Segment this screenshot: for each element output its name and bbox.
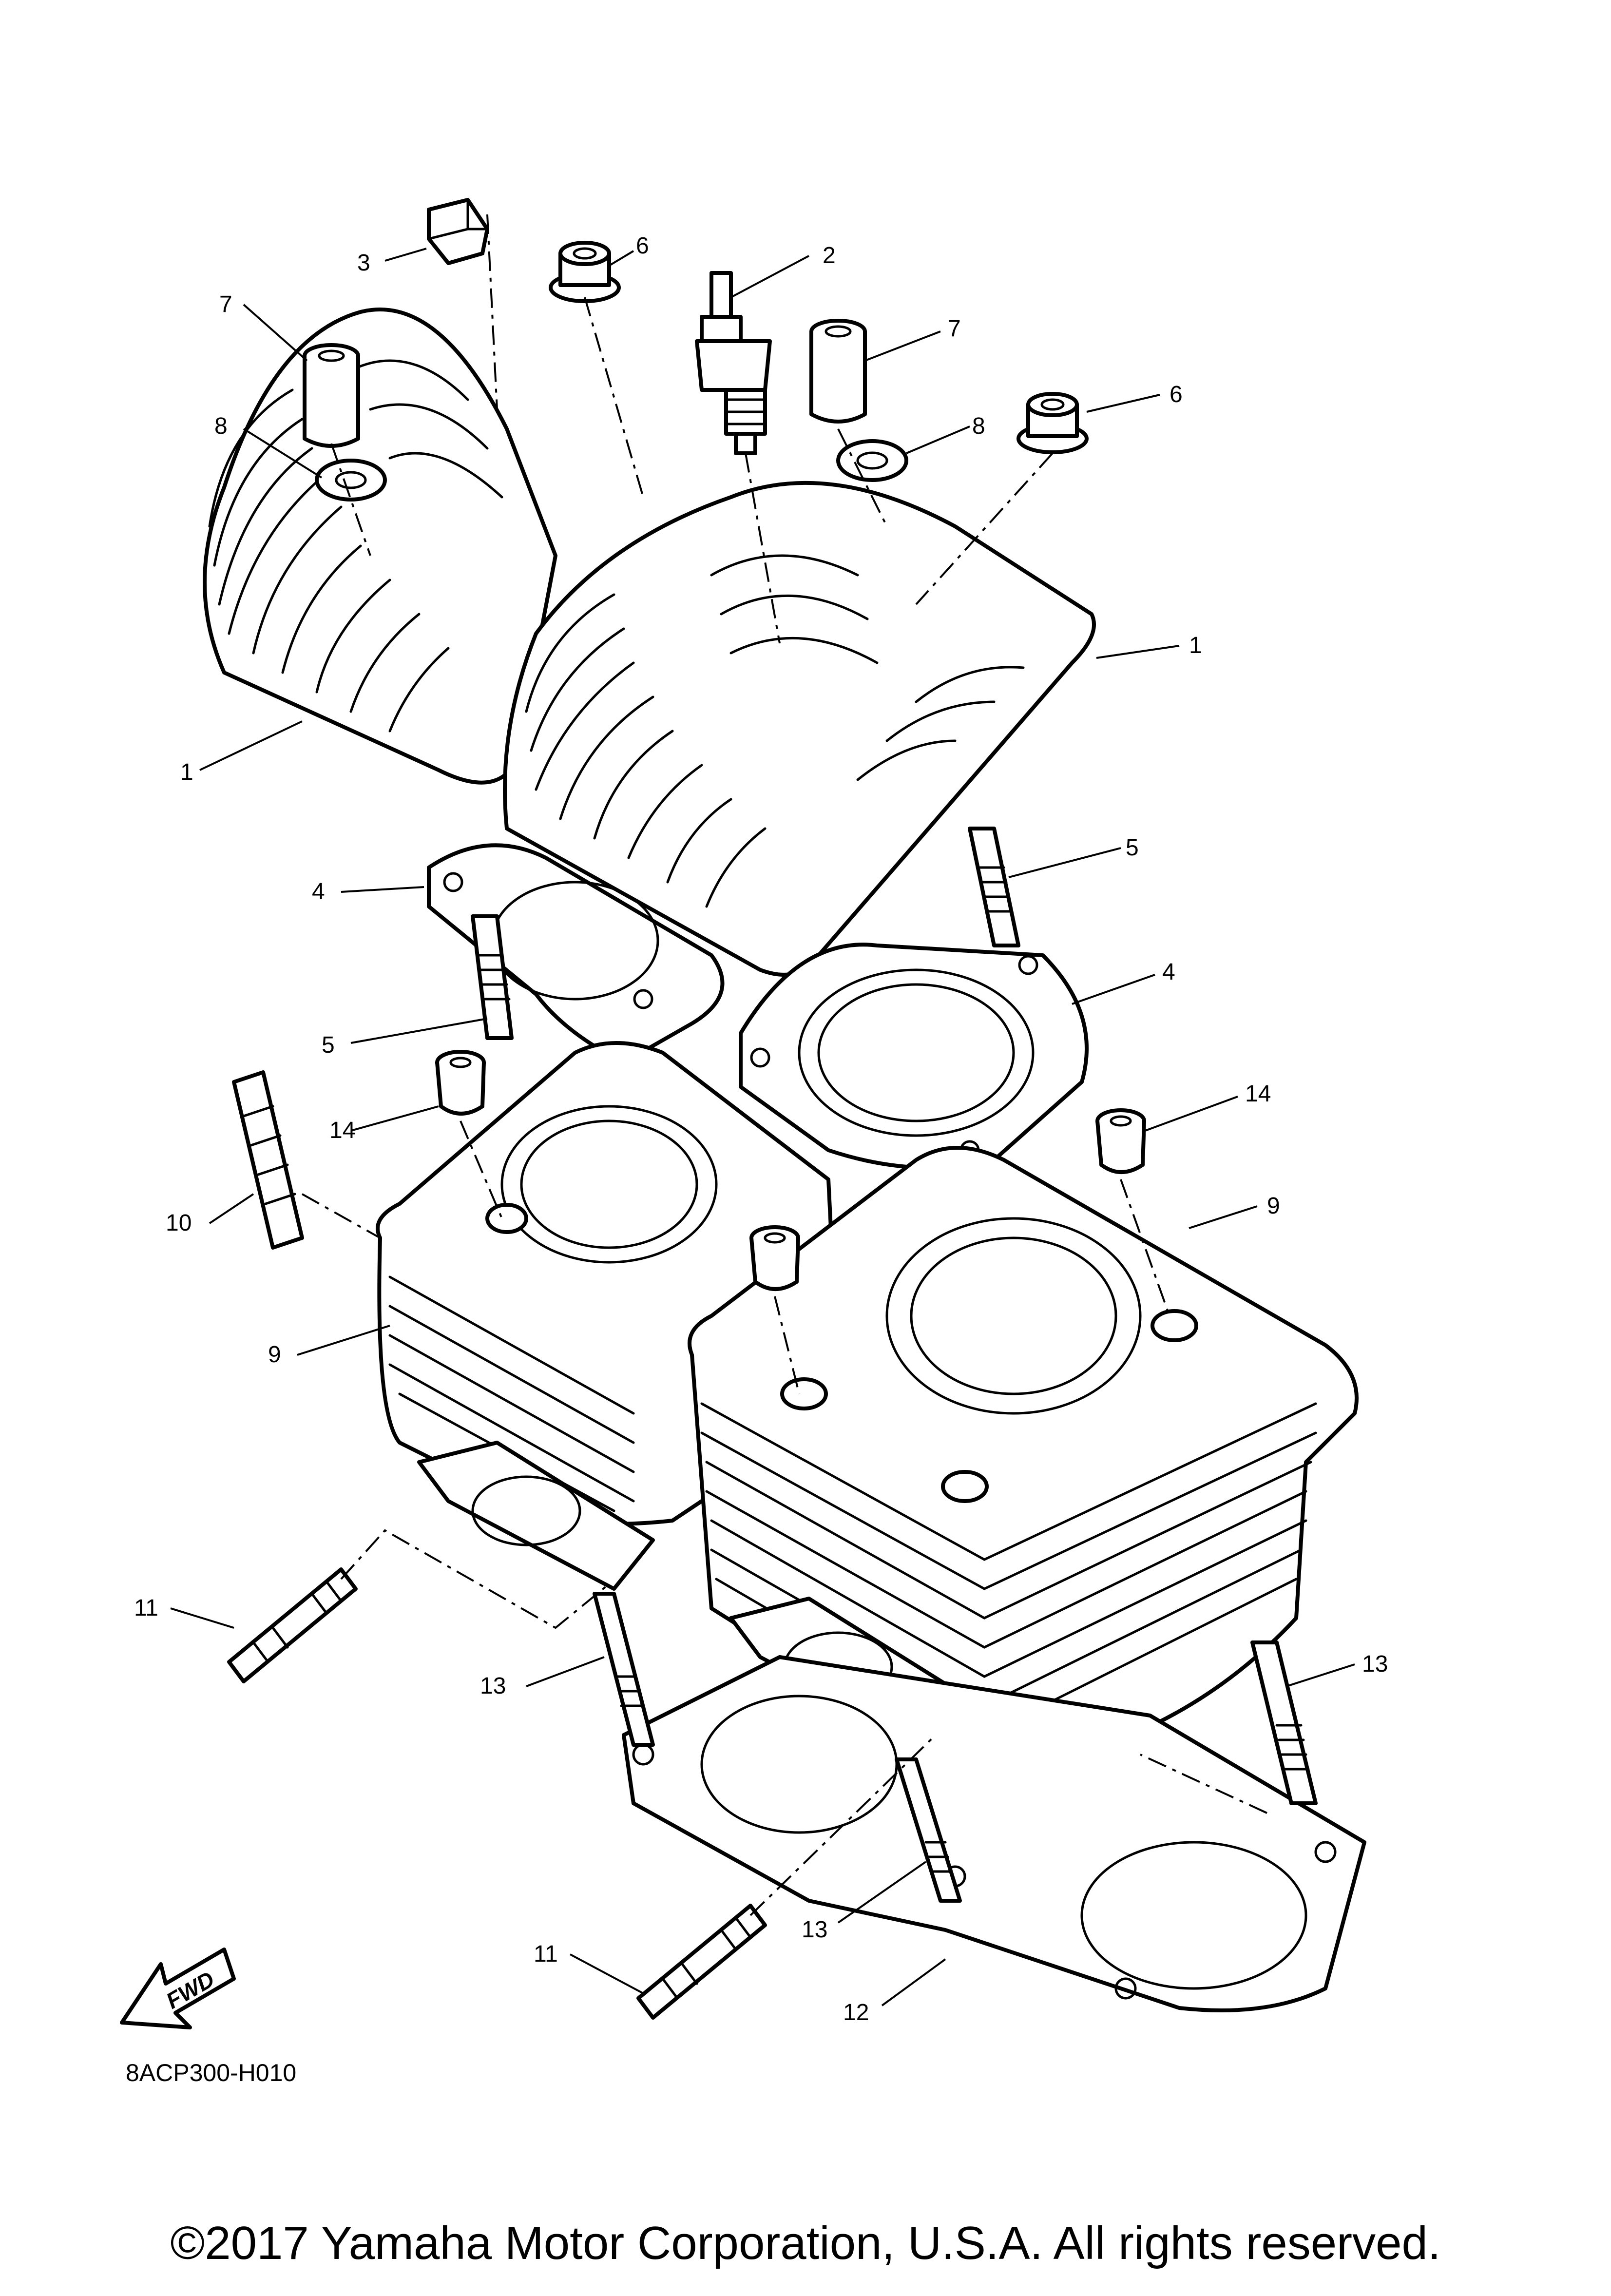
cylinder-head-rear — [203, 308, 557, 785]
callout-1: 1 — [1189, 633, 1202, 658]
callout-8: 8 — [972, 413, 985, 439]
part-14-collar-left — [435, 1050, 486, 1116]
callout-4: 4 — [312, 879, 325, 905]
part-2-spark-plug — [695, 271, 772, 455]
callout-13: 13 — [802, 1917, 827, 1943]
part-8-washer-left — [315, 459, 387, 502]
part-14-collar-mid — [749, 1225, 800, 1291]
part-8-washer-right — [836, 439, 908, 482]
part-14-collar-right — [1095, 1108, 1146, 1174]
callout-7: 7 — [219, 291, 232, 317]
callout-14: 14 — [1245, 1081, 1271, 1107]
callout-11: 11 — [134, 1595, 158, 1621]
part-4-head-gasket-front — [739, 943, 1089, 1170]
part-12-base-gasket — [622, 1655, 1366, 2012]
part-6-nut-right — [1016, 392, 1089, 454]
callout-13: 13 — [480, 1673, 506, 1699]
callout-14: 14 — [329, 1118, 355, 1143]
alignment-lines — [302, 214, 1267, 1916]
copyright-notice: ©2017 Yamaha Motor Corporation, U.S.A. A… — [170, 2217, 1440, 2269]
callout-6: 6 — [1170, 382, 1183, 407]
part-11-stud-upper — [227, 1567, 358, 1683]
callout-4: 4 — [1162, 959, 1175, 985]
part-7-collar-left — [303, 343, 360, 448]
part-10-damper — [232, 1070, 304, 1250]
callout-9: 9 — [268, 1342, 281, 1368]
callout-11: 11 — [534, 1941, 558, 1967]
leader-lines — [170, 248, 1355, 2007]
callout-1: 1 — [180, 759, 193, 785]
callout-5: 5 — [1126, 835, 1139, 861]
callout-2: 2 — [823, 243, 836, 269]
callout-6: 6 — [636, 233, 649, 259]
callout-labels: 3 6 2 7 7 8 8 6 1 1 5 4 4 5 14 14 10 9 9… — [134, 233, 1388, 2026]
callout-8: 8 — [214, 413, 228, 439]
part-11-stud-lower — [636, 1904, 767, 2020]
part-13-stud-a — [593, 1592, 655, 1747]
callout-9: 9 — [1267, 1193, 1280, 1219]
part-5-stud-right — [968, 827, 1020, 947]
callout-12: 12 — [843, 2000, 869, 2026]
callout-3: 3 — [357, 250, 370, 276]
exhaust-port-rear — [417, 1441, 655, 1591]
callout-13: 13 — [1362, 1651, 1388, 1677]
part-13-stud-c — [1250, 1640, 1318, 1805]
part-7-collar-right — [809, 319, 867, 424]
part-6-nut-left — [549, 241, 621, 303]
part-5-stud-left — [471, 914, 514, 1040]
drawing-code: 8ACP300-H010 — [126, 2059, 296, 2086]
cylinder-head-front — [503, 481, 1096, 977]
callout-5: 5 — [322, 1032, 335, 1058]
callout-7: 7 — [948, 316, 961, 342]
callout-10: 10 — [166, 1210, 192, 1236]
fwd-arrow-icon: FWD — [120, 1948, 236, 2029]
part-3-cap — [427, 198, 489, 265]
